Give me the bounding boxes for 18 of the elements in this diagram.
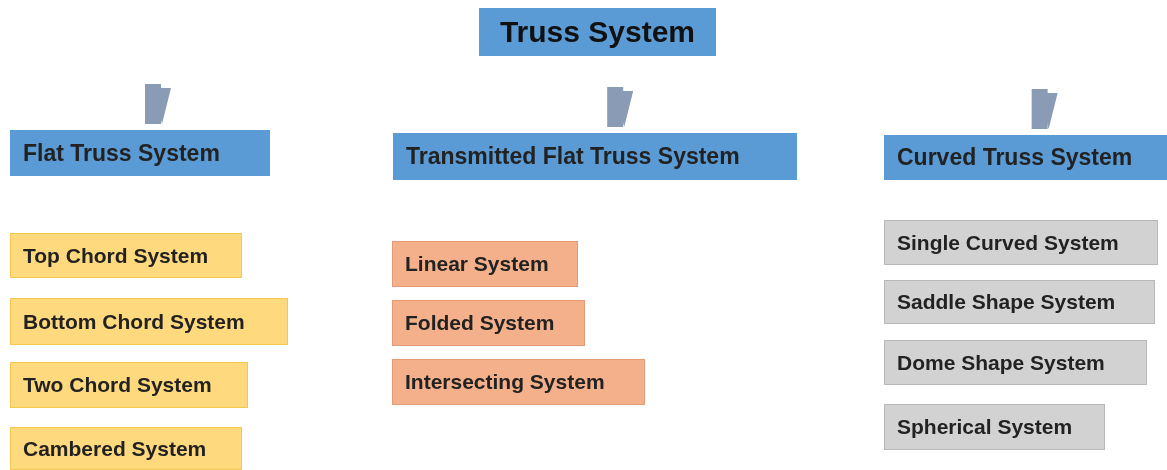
item-box: Saddle Shape System (884, 280, 1155, 324)
item-box: Single Curved System (884, 220, 1158, 265)
category-box: Flat Truss System (10, 130, 270, 176)
category-box: Transmitted Flat Truss System (393, 133, 797, 180)
block-arrow (607, 87, 634, 127)
category-box: Curved Truss System (884, 135, 1167, 180)
item-box: Top Chord System (10, 233, 242, 278)
block-arrow (145, 84, 171, 124)
title-box: Truss System (479, 8, 716, 56)
block-arrow (1031, 89, 1058, 129)
item-box: Cambered System (10, 427, 242, 470)
item-box: Folded System (392, 300, 585, 346)
item-box: Dome Shape System (884, 340, 1147, 385)
item-box: Linear System (392, 241, 578, 287)
item-box: Intersecting System (392, 359, 645, 405)
item-box: Spherical System (884, 404, 1105, 450)
item-box: Bottom Chord System (10, 298, 288, 345)
item-box: Two Chord System (10, 362, 248, 408)
